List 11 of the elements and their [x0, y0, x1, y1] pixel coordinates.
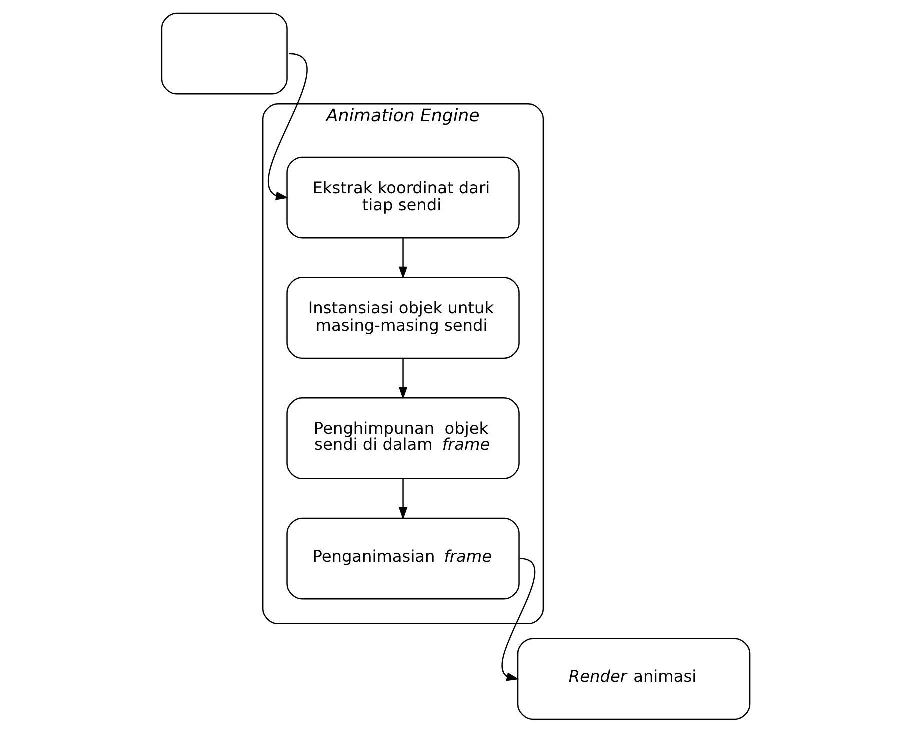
- arrow: [398, 358, 408, 400]
- node-box: Penganimasian frame: [286, 518, 520, 600]
- node-box: Penghimpunan objek sendi di dalam frame: [286, 398, 520, 480]
- node-box: Ekstrak koordinat dari tiap sendi: [286, 156, 520, 239]
- arrow: [398, 238, 408, 280]
- arrow: [268, 53, 308, 200]
- node-box: [161, 12, 288, 95]
- node-box: Render animasi: [517, 638, 751, 720]
- arrow: [398, 478, 408, 520]
- node-box: Instansiasi objek untuk masing-masing sendi: [286, 277, 520, 360]
- arrow: [502, 558, 536, 682]
